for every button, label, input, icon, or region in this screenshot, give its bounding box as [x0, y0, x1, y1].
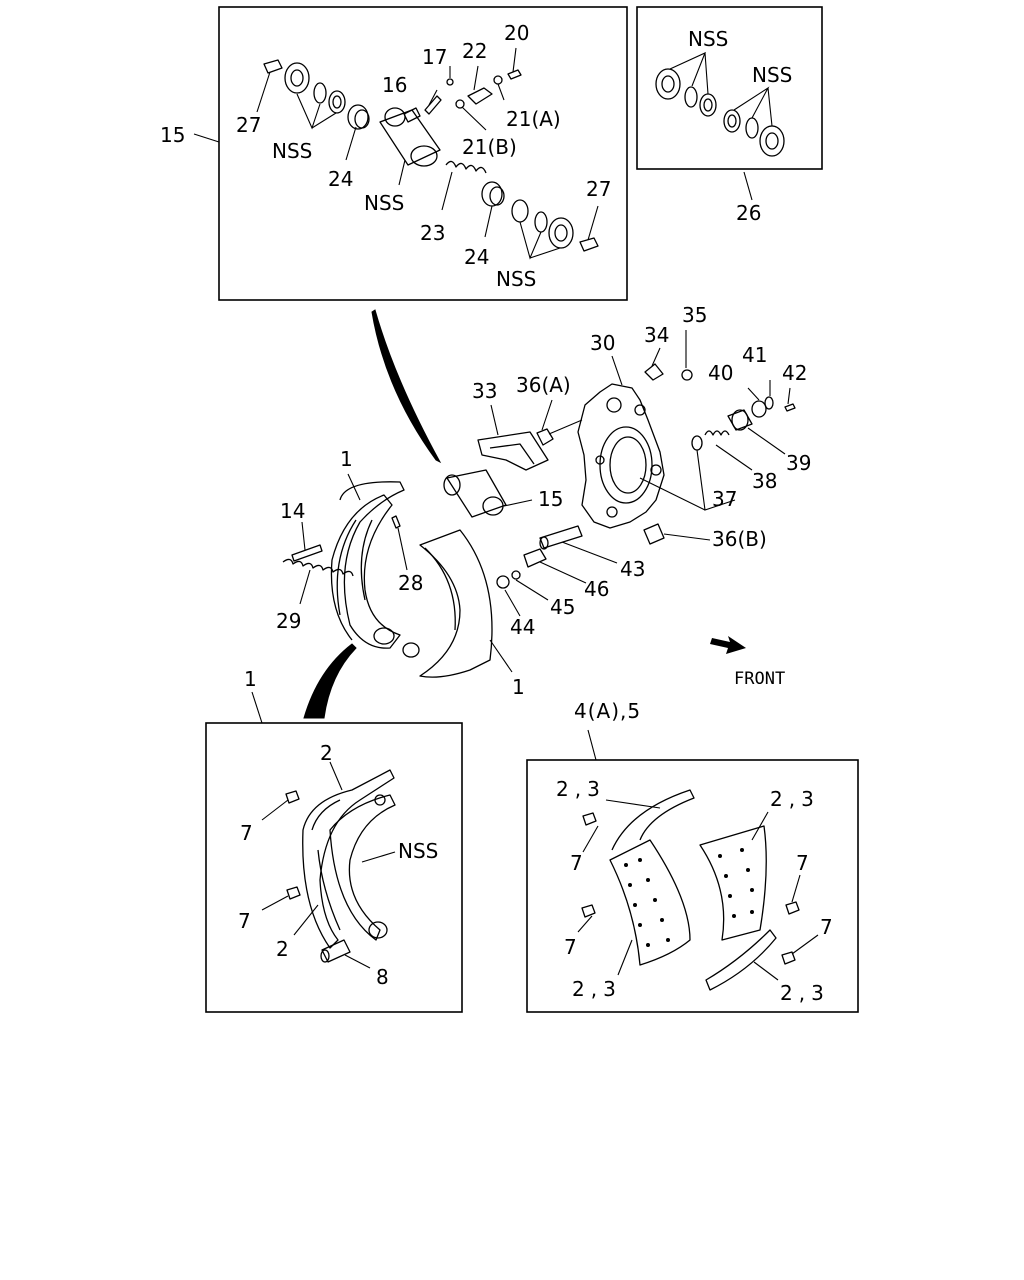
- seal-kit-parts: [655, 51, 785, 201]
- label-27: 27: [236, 113, 261, 137]
- label-43: 43: [620, 557, 645, 581]
- label-1: 1: [512, 675, 525, 699]
- label-44: 44: [510, 615, 535, 639]
- label-20: 20: [504, 21, 529, 45]
- label-24: 24: [328, 167, 353, 191]
- wheel-cylinder-parts: [263, 59, 599, 252]
- label-35: 35: [682, 303, 707, 327]
- label-21b: 21(B): [462, 135, 517, 159]
- label-46: 46: [584, 577, 609, 601]
- lining-kit-parts: [577, 729, 819, 991]
- label-38: 38: [752, 469, 777, 493]
- label-7: 7: [820, 915, 833, 939]
- label-28: 28: [398, 571, 423, 595]
- label-29: 29: [276, 609, 301, 633]
- label-7: 7: [796, 851, 809, 875]
- label-14: 14: [280, 499, 305, 523]
- label-39: 39: [786, 451, 811, 475]
- label-33: 33: [472, 379, 497, 403]
- label-17: 17: [422, 45, 447, 69]
- label-nss: NSS: [688, 27, 728, 51]
- label-7: 7: [564, 935, 577, 959]
- label-36b: 36(B): [712, 527, 767, 551]
- front-arrow-icon: [710, 636, 746, 654]
- label-4a-5: 4(A),5: [574, 699, 641, 723]
- label-34: 34: [644, 323, 669, 347]
- label-15: 15: [160, 123, 185, 147]
- label-2-3: 2,3: [556, 777, 606, 801]
- wheel-cylinder-inset-box: [218, 6, 628, 301]
- label-1: 1: [340, 447, 353, 471]
- label-2-3: 2,3: [572, 977, 622, 1001]
- shoe-assembly-inset-box: [205, 722, 463, 1013]
- main-leaders: [299, 330, 791, 673]
- label-45: 45: [550, 595, 575, 619]
- label-nss: NSS: [496, 267, 536, 291]
- callout-arrow-lower: [303, 643, 357, 719]
- label-7: 7: [240, 821, 253, 845]
- label-2-3: 2,3: [780, 981, 830, 1005]
- shoe-assembly-parts: [251, 691, 396, 969]
- label-8: 8: [376, 965, 389, 989]
- label-24: 24: [464, 245, 489, 269]
- label-36a: 36(A): [516, 373, 571, 397]
- label-nss: NSS: [364, 191, 404, 215]
- label-nss: NSS: [398, 839, 438, 863]
- seal-kit-inset-box: [636, 6, 823, 170]
- label-front: FRONT: [734, 669, 785, 689]
- label-30: 30: [590, 331, 615, 355]
- label-21a: 21(A): [506, 107, 561, 131]
- label-37: 37: [712, 487, 737, 511]
- label-nss: NSS: [752, 63, 792, 87]
- lining-kit-inset-box: [526, 759, 859, 1013]
- label-2: 2: [320, 741, 333, 765]
- label-7: 7: [570, 851, 583, 875]
- label-41: 41: [742, 343, 767, 367]
- wheel-cylinder-leaders: [193, 47, 599, 260]
- label-16: 16: [382, 73, 407, 97]
- label-42: 42: [782, 361, 807, 385]
- label-2-3: 2,3: [770, 787, 820, 811]
- label-7: 7: [238, 909, 251, 933]
- label-26: 26: [736, 201, 761, 225]
- label-nss: NSS: [272, 139, 312, 163]
- label-22: 22: [462, 39, 487, 63]
- label-1: 1: [244, 667, 257, 691]
- label-15: 15: [538, 487, 563, 511]
- label-40: 40: [708, 361, 733, 385]
- backing-plate-assembly: [282, 363, 796, 678]
- label-23: 23: [420, 221, 445, 245]
- rivet-holes: [624, 848, 754, 947]
- callout-arrow-upper: [371, 309, 442, 464]
- label-27: 27: [586, 177, 611, 201]
- part-labels: 15 27 17 22 20 16 21(A) 21(B) NSS 24 NSS…: [160, 21, 833, 1005]
- label-2: 2: [276, 937, 289, 961]
